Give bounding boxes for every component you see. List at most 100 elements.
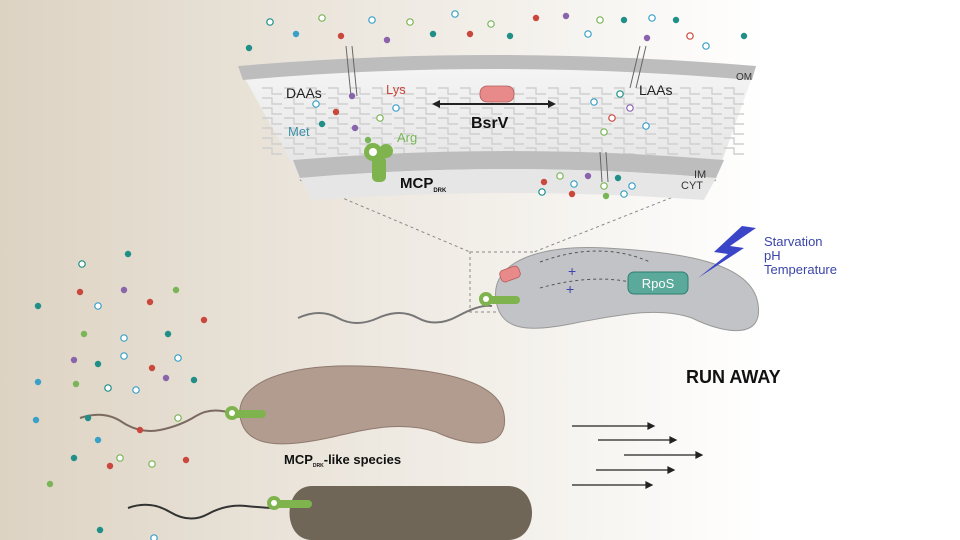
mesh-segment	[636, 117, 656, 125]
mesh-segment	[284, 137, 304, 145]
mesh-segment	[460, 117, 480, 125]
mesh-segment	[658, 137, 678, 145]
amino-acid-dot	[642, 122, 650, 130]
amino-acid-dot	[80, 330, 88, 338]
amino-acid-dot	[626, 104, 634, 112]
mesh-segment	[526, 87, 546, 95]
mesh-segment	[702, 117, 722, 125]
cell-body-dark	[289, 486, 532, 540]
amino-acid-dot	[686, 32, 694, 40]
mesh-segment	[482, 127, 502, 135]
amino-acid-dot	[136, 426, 144, 434]
cytoplasm-region	[300, 169, 716, 200]
amino-acid-dot	[600, 182, 608, 190]
mesh-segment	[416, 97, 436, 105]
lys-label: Lys	[386, 82, 406, 97]
amino-acid-dot	[740, 32, 748, 40]
cyt-label: CYT	[681, 180, 703, 192]
amino-acid-dot	[182, 456, 190, 464]
mesh-segment	[724, 87, 744, 95]
amino-acid-dot	[570, 180, 578, 188]
mesh-segment	[504, 137, 524, 145]
mesh-segment	[658, 97, 678, 105]
amino-acid-dot	[162, 374, 170, 382]
mesh-segment	[460, 137, 480, 145]
run-away-label: RUN AWAY	[686, 367, 781, 387]
mesh-segment	[548, 107, 568, 115]
amino-acid-dot	[620, 190, 628, 198]
amino-acid-dot	[376, 114, 384, 122]
mesh-segment	[284, 127, 304, 135]
amino-acid-dot	[628, 182, 636, 190]
amino-acid-dot	[120, 286, 128, 294]
outer-membrane	[238, 55, 756, 80]
mesh-segment	[636, 127, 656, 135]
mesh-segment	[262, 147, 282, 155]
amino-acid-dot	[614, 174, 622, 182]
mesh-segment	[438, 137, 458, 145]
mesh-segment	[570, 137, 590, 145]
mesh-segment	[284, 147, 304, 155]
amino-acid-dot	[70, 356, 78, 364]
amino-acid-dot	[702, 42, 710, 50]
mesh-segment	[284, 107, 304, 115]
mesh-segment	[724, 137, 744, 145]
amino-acid-dot	[78, 260, 86, 268]
mesh-segment	[658, 117, 678, 125]
mesh-segment	[614, 137, 634, 145]
amino-acid-dot	[150, 534, 158, 540]
amino-acid-dot	[466, 30, 474, 38]
im-label: IM	[694, 169, 706, 181]
mesh-segment	[460, 127, 480, 135]
amino-acid-dot	[608, 114, 616, 122]
mcp-receptor-zoom	[364, 143, 393, 182]
mesh-segment	[570, 107, 590, 115]
amino-acid-dot	[429, 30, 437, 38]
mesh-segment	[526, 117, 546, 125]
amino-acid-dot	[76, 288, 84, 296]
mesh-segment	[262, 137, 282, 145]
mesh-segment	[504, 117, 524, 125]
mesh-segment	[306, 147, 326, 155]
mesh-segment	[614, 117, 634, 125]
mesh-segment	[482, 137, 502, 145]
mesh-segment	[548, 137, 568, 145]
amino-acid-dot	[584, 172, 592, 180]
plus-sign-2: +	[566, 281, 574, 297]
amino-acid-dot	[104, 384, 112, 392]
flagellum-3	[127, 503, 277, 520]
om-label: OM	[736, 72, 752, 83]
mesh-segment	[526, 137, 546, 145]
amino-acid-dot	[532, 14, 540, 22]
mesh-segment	[592, 117, 612, 125]
amino-acid-dot	[348, 92, 356, 100]
mesh-segment	[372, 137, 392, 145]
mesh-segment	[262, 107, 282, 115]
rpos-box	[627, 271, 689, 295]
mesh-segment	[702, 97, 722, 105]
mcp-drk-label: MCPDRK	[400, 175, 447, 194]
amino-acid-dot	[34, 378, 42, 386]
flagellum-1	[297, 304, 493, 324]
mesh-segment	[416, 117, 436, 125]
amino-acid-dot	[266, 18, 274, 26]
amino-acid-dot	[616, 90, 624, 98]
amino-acid-dot	[84, 414, 92, 422]
bsrv-conversion	[432, 85, 556, 108]
mesh-segment	[636, 97, 656, 105]
mesh-segment	[592, 137, 612, 145]
mesh-segment	[394, 137, 414, 145]
mesh-segment	[702, 137, 722, 145]
mesh-segment	[504, 107, 524, 115]
amino-acid-dot	[172, 286, 180, 294]
amino-acid-dot	[200, 316, 208, 324]
amino-acid-dot	[146, 298, 154, 306]
mesh-segment	[482, 107, 502, 115]
mesh-segment	[548, 97, 568, 105]
amino-acid-dot	[648, 14, 656, 22]
amino-acid-dot	[94, 436, 102, 444]
bsrv-label: BsrV	[471, 115, 509, 132]
mesh-segment	[680, 117, 700, 125]
mesh-segment	[460, 107, 480, 115]
mesh-segment	[570, 87, 590, 95]
